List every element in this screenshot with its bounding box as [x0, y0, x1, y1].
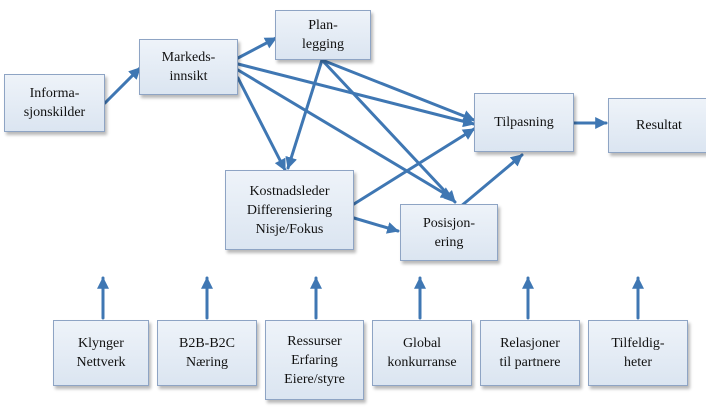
- posisjonering-box: Posisjon- ering: [400, 204, 498, 261]
- arrow-planlegging-to-tilpasning: [320, 58, 476, 122]
- factor-relasjoner-box: Relasjoner til partnere: [480, 320, 580, 386]
- arrow-posisjonering-to-tilpasning: [458, 153, 524, 209]
- planlegging-label: Plan- legging: [302, 18, 344, 52]
- tilpasning-box: Tilpasning: [474, 93, 574, 152]
- factor-global-box: Global konkurranse: [372, 320, 472, 386]
- factor-ressurser-box: Ressurser Erfaring Eiere/styre: [265, 320, 364, 400]
- factor-klynger-label: Klynger Nettverk: [76, 336, 126, 370]
- planlegging-box: Plan- legging: [275, 10, 371, 60]
- factor-tilfeldigheter-label: Tilfeldig- heter: [611, 336, 665, 370]
- factor-b2b-label: B2B-B2C Næring: [178, 336, 235, 370]
- arrow-markedsinnsikt-to-strategi: [236, 76, 287, 172]
- arrow-informasjonskilder-to-markedsinnsikt: [103, 66, 142, 105]
- informasjonskilder-box: Informa- sjonskilder: [4, 74, 105, 132]
- resultat-label: Resultat: [636, 118, 682, 133]
- arrow-planlegging-to-posisjonering: [320, 58, 457, 204]
- factor-global-label: Global konkurranse: [387, 336, 457, 370]
- factor-tilfeldigheter-box: Tilfeldig- heter: [588, 320, 688, 386]
- markedsinnsikt-box: Markeds- innsikt: [139, 39, 238, 95]
- arrow-strategi-to-posisjonering: [352, 216, 400, 234]
- factor-relasjoner-label: Relasjoner til partnere: [499, 336, 561, 370]
- arrow-markedsinnsikt-to-planlegging: [236, 36, 278, 60]
- arrow-planlegging-to-strategi: [285, 58, 324, 170]
- informasjonskilder-label: Informa- sjonskilder: [23, 86, 86, 120]
- tilpasning-label: Tilpasning: [494, 115, 554, 130]
- arrow-strategi-to-tilpasning: [352, 127, 476, 206]
- factor-ressurser-label: Ressurser Erfaring Eiere/styre: [284, 333, 345, 387]
- posisjonering-label: Posisjon- ering: [422, 215, 476, 250]
- factor-b2b-box: B2B-B2C Næring: [157, 320, 257, 386]
- arrow-markedsinnsikt-to-posisjonering: [236, 68, 454, 200]
- factor-klynger-box: Klynger Nettverk: [53, 320, 149, 386]
- strategi-box: Kostnadsleder Differensiering Nisje/Foku…: [225, 170, 354, 250]
- markedsinnsikt-label: Markeds- innsikt: [161, 50, 216, 84]
- arrow-markedsinnsikt-to-tilpasning: [236, 62, 476, 128]
- strategi-label: Kostnadsleder Differensiering Nisje/Foku…: [246, 183, 333, 237]
- resultat-box: Resultat: [608, 98, 706, 153]
